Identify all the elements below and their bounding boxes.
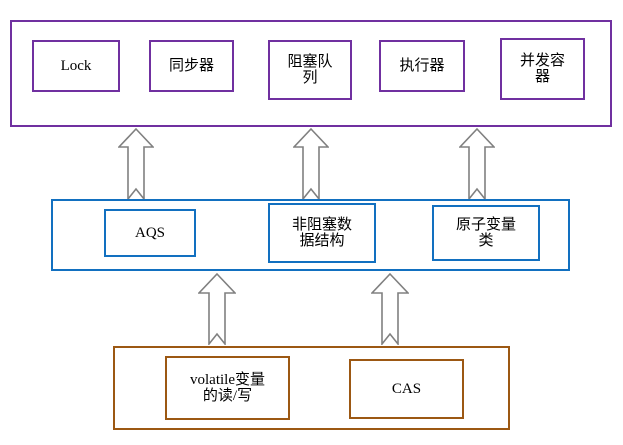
node-blocking-queue-label: 阻塞队 列 (287, 53, 333, 86)
node-atomic-variable-class-label: 原子变量 类 (455, 216, 516, 249)
node-concurrent-container[interactable]: 并发容 器 (500, 38, 585, 100)
node-cas-label: CAS (391, 380, 422, 397)
node-synchronizer-label: 同步器 (168, 57, 214, 74)
node-nonblocking-structure[interactable]: 非阻塞数 据结构 (268, 203, 376, 263)
node-aqs-label: AQS (134, 224, 165, 241)
arrow-mid-to-top-1 (118, 128, 154, 200)
node-volatile-read-write-label: volatile变量 的读/写 (190, 371, 265, 404)
arrow-bot-to-mid-2 (371, 273, 409, 345)
node-cas[interactable]: CAS (349, 359, 464, 419)
node-lock[interactable]: Lock (32, 40, 120, 92)
arrow-mid-to-top-2 (293, 128, 329, 200)
node-aqs[interactable]: AQS (104, 209, 196, 257)
node-nonblocking-structure-label: 非阻塞数 据结构 (291, 216, 352, 249)
node-lock-label: Lock (60, 57, 92, 74)
arrow-bot-to-mid-1 (198, 273, 236, 345)
node-executor-label: 执行器 (399, 57, 445, 74)
node-atomic-variable-class[interactable]: 原子变量 类 (432, 205, 540, 261)
node-blocking-queue[interactable]: 阻塞队 列 (268, 40, 352, 100)
arrow-mid-to-top-3 (459, 128, 495, 200)
node-volatile-read-write[interactable]: volatile变量 的读/写 (165, 356, 290, 420)
node-executor[interactable]: 执行器 (379, 40, 465, 92)
node-concurrent-container-label: 并发容 器 (519, 52, 565, 85)
node-synchronizer[interactable]: 同步器 (149, 40, 234, 92)
